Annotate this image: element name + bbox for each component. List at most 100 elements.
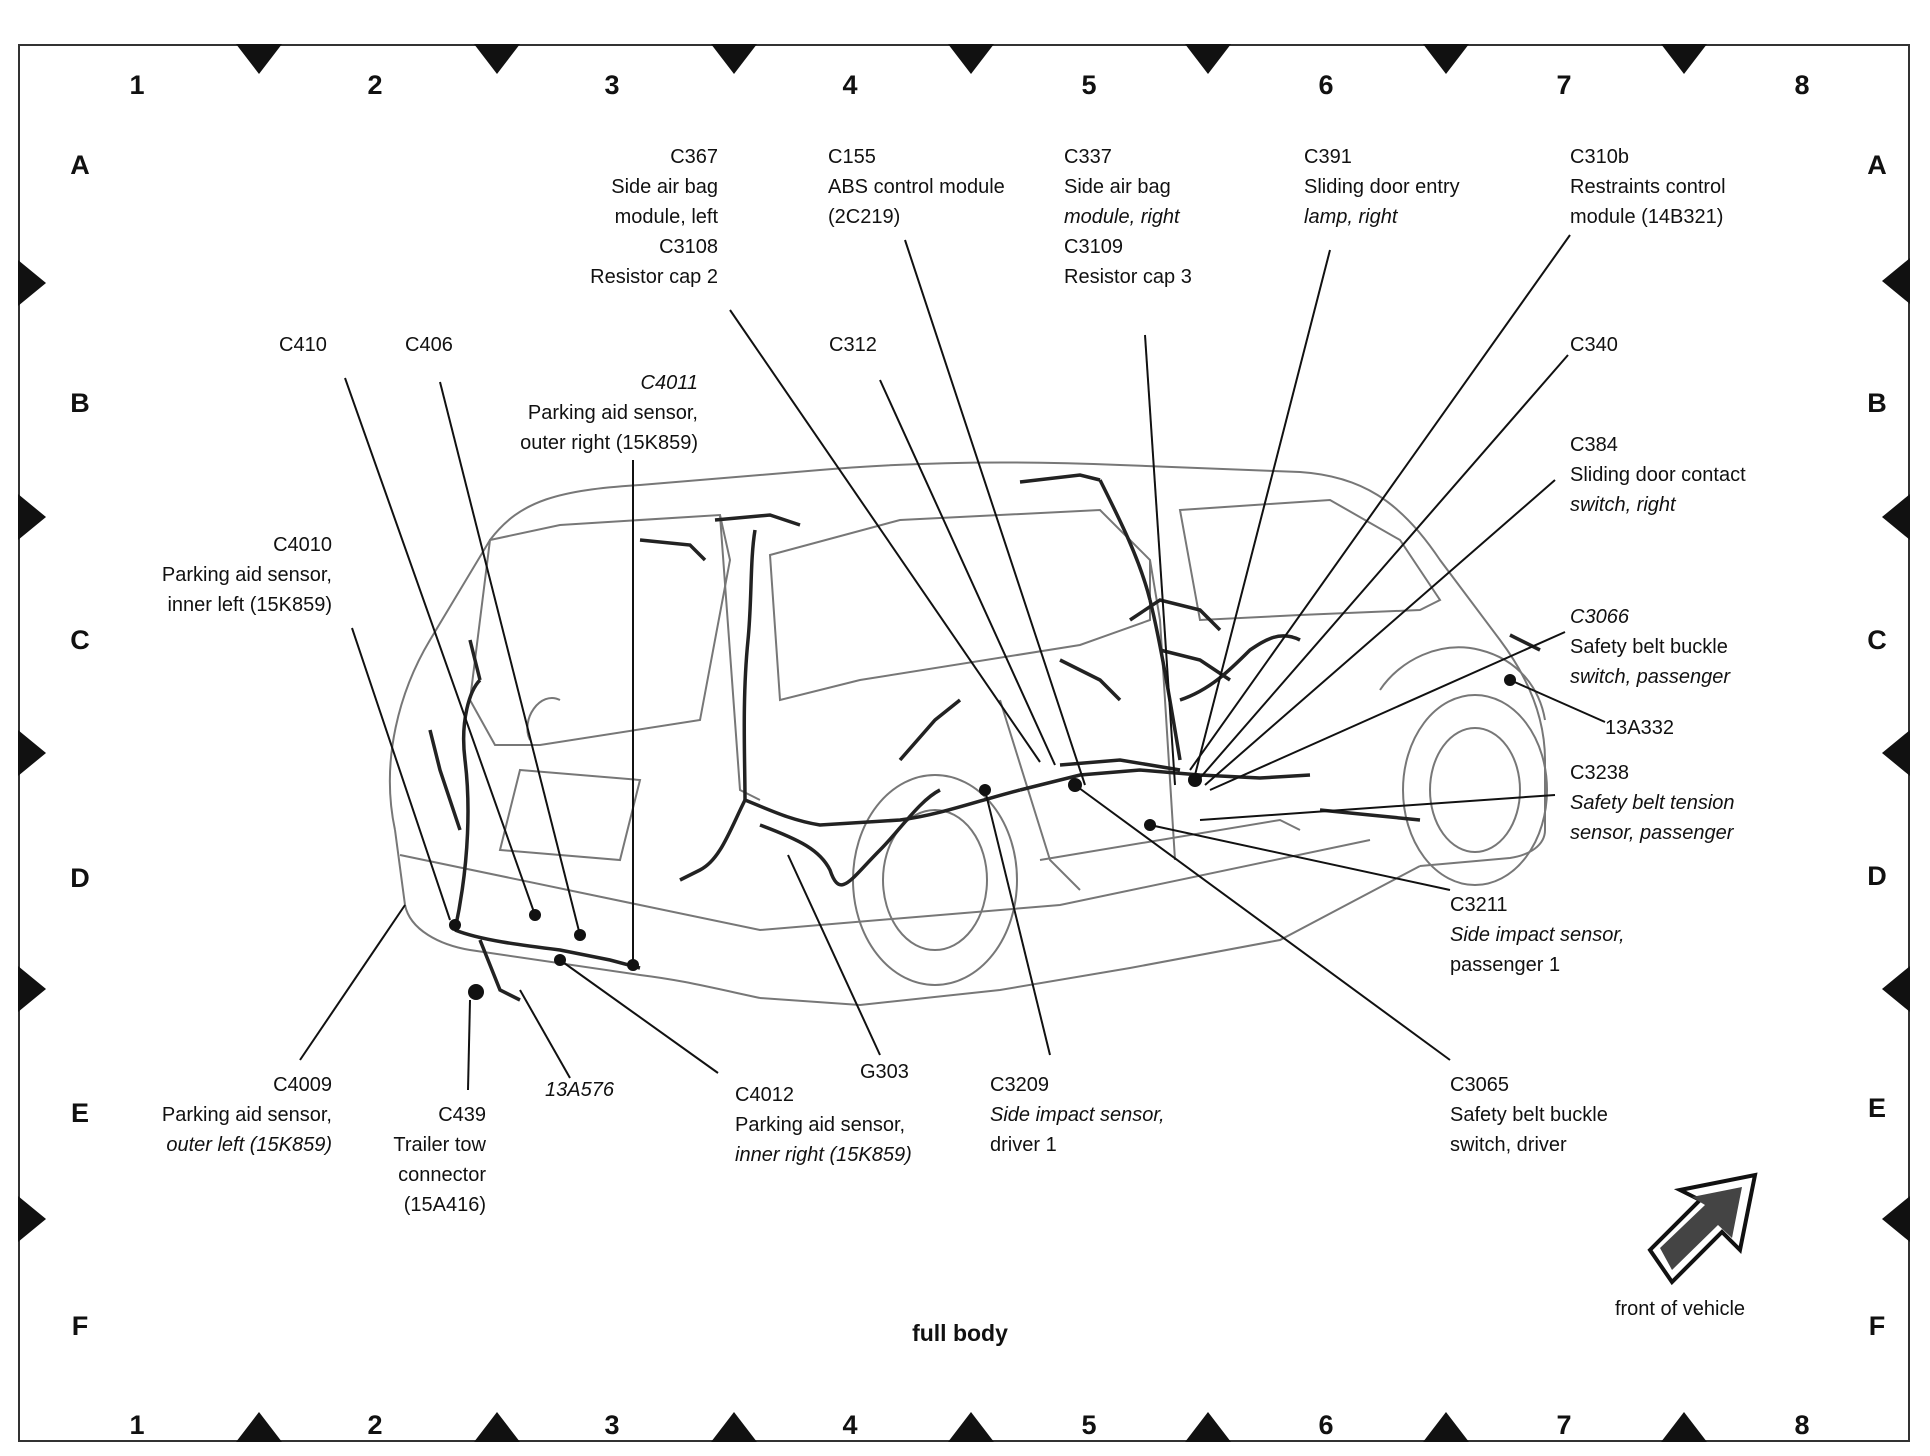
callout-c3065-line-2: Safety belt buckle (1450, 1104, 1608, 1126)
leader-c4009 (299, 904, 406, 1061)
vehicle-outline (388, 461, 1548, 1007)
leader-c439 (467, 999, 471, 1091)
callout-13a332-line-1: 13A332 (1605, 717, 1674, 739)
leader-c3238 (1199, 794, 1556, 821)
grid-row-left-c: C (70, 625, 90, 655)
grid-row-right-d: D (1867, 861, 1887, 891)
callout-c155-line-1: C155 (828, 146, 876, 168)
callout-c439: C439 Trailer tow connector (15A416) (370, 1100, 486, 1220)
callout-c406-line-1: C406 (405, 334, 453, 356)
callout-c3211: C3211 Side impact sensor, passenger 1 (1450, 890, 1650, 980)
callout-c3211-line-3: passenger 1 (1450, 954, 1561, 976)
grid-col-top-8: 8 (1794, 70, 1810, 100)
leader-c340 (1199, 354, 1569, 779)
callout-c367-line-2: Side air bag (611, 176, 718, 198)
border-markers (18, 44, 1910, 1442)
callout-c3238-line-3: sensor, passenger (1570, 822, 1734, 844)
callout-c3066-line-3: switch, passenger (1570, 666, 1731, 688)
connector-c4010 (449, 919, 461, 931)
callout-c391-line-1: C391 (1304, 146, 1352, 168)
grid-col-top-3: 3 (604, 70, 620, 100)
callout-c439-line-4: (15A416) (403, 1194, 486, 1216)
callout-c340: C340 (1570, 330, 1618, 360)
callout-c340-line-1: C340 (1570, 334, 1618, 356)
grid-col-top-6: 6 (1318, 70, 1334, 100)
callout-c3065: C3065 Safety belt buckle switch, driver (1450, 1070, 1650, 1160)
connector-c4012 (554, 954, 566, 966)
leader-c410 (344, 377, 536, 916)
callout-c3209-line-1: C3209 (990, 1074, 1049, 1096)
callout-c4009-line-1: C4009 (273, 1074, 332, 1096)
callout-c4009-line-2: Parking aid sensor, (161, 1104, 332, 1126)
callout-13a332: 13A332 (1605, 713, 1674, 743)
callout-c367-line-5: Resistor cap 2 (590, 266, 718, 288)
grid-col-top-5: 5 (1081, 70, 1097, 100)
grid-col-bottom-8: 8 (1794, 1410, 1810, 1440)
callout-c3238-line-2: Safety belt tension (1570, 792, 1735, 814)
callout-c4012-line-1: C4012 (735, 1084, 794, 1106)
connector-c3209 (979, 784, 991, 796)
callout-g303: G303 (860, 1057, 909, 1087)
callout-c312: C312 (829, 330, 877, 360)
callout-c4009: C4009 Parking aid sensor, outer left (15… (130, 1070, 332, 1160)
callout-c3211-line-1: C3211 (1450, 894, 1508, 916)
connector-c3211 (1144, 819, 1156, 831)
callout-13a576: 13A576 (545, 1075, 614, 1105)
top-marker-3 (711, 44, 757, 74)
callout-c155-line-3: (2C219) (828, 206, 901, 228)
callout-c4010-line-3: inner left (15K859) (167, 594, 332, 616)
callout-c367: C367 Side air bag module, left C3108 Res… (538, 142, 718, 292)
right-marker-1 (1882, 258, 1910, 304)
leader-c155 (904, 239, 1086, 786)
leader-13a332 (1509, 679, 1606, 723)
leader-c367 (729, 309, 1041, 763)
right-marker-2 (1882, 494, 1910, 540)
connector-points (449, 674, 1516, 1000)
diagram-title: full body (912, 1320, 1008, 1346)
left-marker-4 (18, 966, 46, 1012)
callout-13a576-line-1: 13A576 (545, 1079, 614, 1101)
bottom-marker-5 (1185, 1412, 1231, 1442)
left-marker-2 (18, 494, 46, 540)
callout-c310b-line-2: Restraints control (1570, 176, 1726, 198)
callout-c337-line-5: Resistor cap 3 (1064, 266, 1192, 288)
callout-c384-line-3: switch, right (1570, 494, 1676, 516)
callout-c439-line-2: Trailer tow (393, 1134, 486, 1156)
bottom-marker-6 (1423, 1412, 1469, 1442)
callout-c337-line-3: module, right (1064, 206, 1180, 228)
left-marker-5 (18, 1196, 46, 1242)
callout-c310b-line-1: C310b (1570, 146, 1629, 168)
leader-lines (299, 234, 1606, 1091)
callout-c4011: C4011 Parking aid sensor, outer right (1… (480, 368, 698, 458)
top-marker-4 (948, 44, 994, 74)
grid-row-right-e: E (1867, 1093, 1886, 1123)
callout-c4010-line-1: C4010 (273, 534, 332, 556)
right-marker-5 (1882, 1196, 1910, 1242)
callout-c410-line-1: C410 (279, 334, 327, 356)
callout-c391-line-3: lamp, right (1304, 206, 1398, 228)
callout-c3066-line-2: Safety belt buckle (1570, 636, 1728, 658)
top-marker-5 (1185, 44, 1231, 74)
callout-c384-line-1: C384 (1570, 434, 1618, 456)
grid-row-right-c: C (1867, 625, 1887, 655)
callout-c4012-line-2: Parking aid sensor, (735, 1114, 906, 1136)
grid-row-right-f: F (1868, 1311, 1886, 1341)
leader-c312 (879, 379, 1056, 766)
bottom-marker-7 (1661, 1412, 1707, 1442)
callout-c4010: C4010 Parking aid sensor, inner left (15… (130, 530, 332, 620)
callout-c155-line-2: ABS control module (828, 176, 1005, 198)
front-of-vehicle-label: front of vehicle (1614, 1298, 1746, 1320)
callout-c391-line-2: Sliding door entry (1304, 176, 1460, 198)
callout-c4012: C4012 Parking aid sensor, inner right (1… (735, 1080, 955, 1170)
callout-c4011-line-1: C4011 (640, 372, 698, 394)
callout-c337-line-2: Side air bag (1064, 176, 1171, 198)
callout-c3238: C3238 Safety belt tension sensor, passen… (1570, 758, 1790, 848)
grid-row-left-e: E (70, 1098, 89, 1128)
callout-c3065-line-3: switch, driver (1450, 1134, 1567, 1156)
grid-col-top-4: 4 (842, 70, 858, 100)
grid-row-right-a: A (1867, 150, 1887, 180)
callout-c384-line-2: Sliding door contact (1570, 464, 1746, 486)
leader-c3066 (1209, 631, 1566, 791)
leader-c4012 (559, 959, 719, 1074)
